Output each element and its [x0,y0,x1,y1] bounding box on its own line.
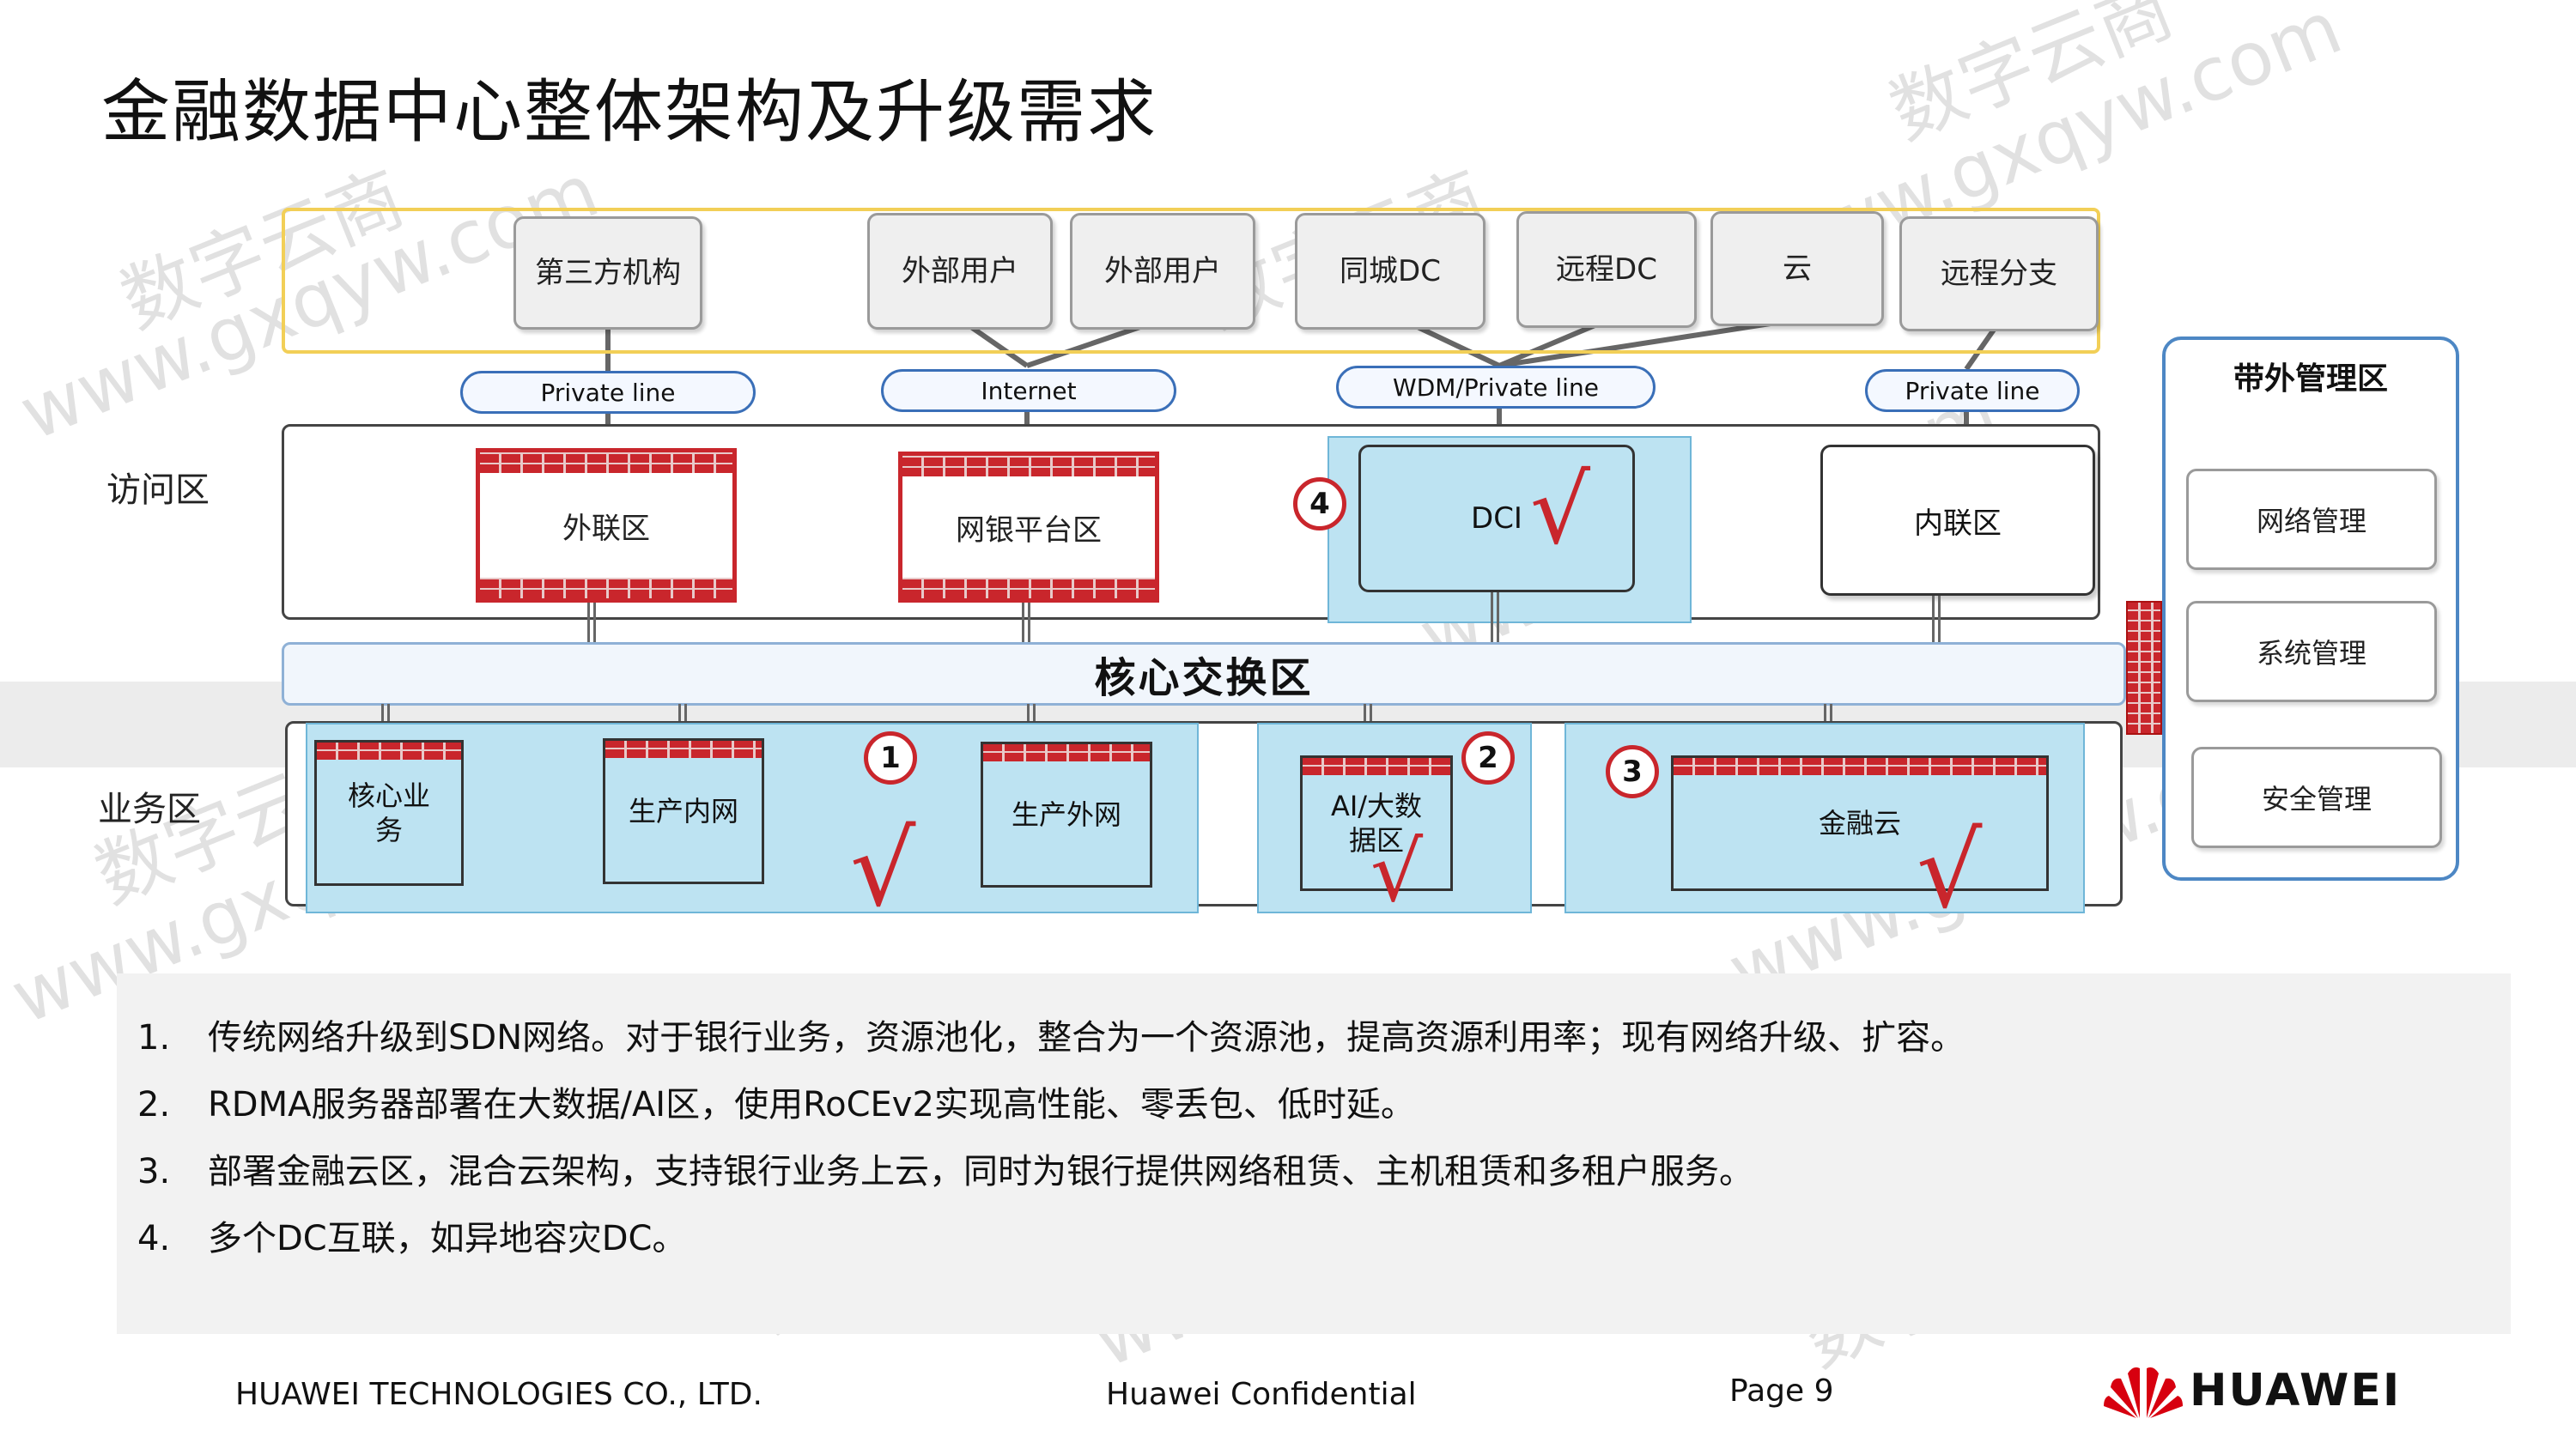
ext-external-user-1: 外部用户 [867,213,1053,330]
financial-cloud-label: 金融云 [1818,807,1901,840]
note-text: RDMA服务器部署在大数据/AI区，使用RoCEv2实现高性能、零丢包、低时延。 [208,1085,1415,1125]
note-number: 2. [137,1085,171,1125]
note-text: 多个DC互联，如异地容灾DC。 [208,1219,687,1258]
page-title: 金融数据中心整体架构及升级需求 [101,72,1157,152]
firewall-icon [480,452,732,473]
firewall-icon [902,456,1155,476]
ext-remote-branch: 远程分支 [1899,216,2099,331]
external-frame [282,208,2100,354]
business-zone-label: 业务区 [98,790,201,829]
network-management: 网络管理 [2186,469,2437,570]
check-mark: √ [1917,812,1983,931]
core-switch-zone: 核心交换区 [282,642,2126,706]
intranet-zone: 内联区 [1820,445,2095,596]
core-business-zone: 核心业务 [314,740,464,886]
ebank-zone-label: 网银平台区 [956,512,1102,548]
ext-third-party: 第三方机构 [513,216,702,330]
firewall-icon [1674,758,2046,775]
ebank-zone: 网银平台区 [898,452,1159,603]
production-extranet-label: 生产外网 [1011,798,1121,831]
internet-cloud: Internet [881,369,1176,412]
firewall-icon [317,743,461,760]
firewall-icon [1303,758,1450,775]
security-management: 安全管理 [2191,747,2442,848]
badge-1: 1 [864,731,917,785]
ext-remote-dc: 远程DC [1516,211,1697,328]
dci-zone: DCI [1358,445,1635,592]
extranet-zone: 外联区 [476,448,737,603]
note-number: 3. [137,1152,171,1191]
production-intranet-zone: 生产内网 [603,738,764,884]
oob-title: 带外管理区 [2233,361,2388,397]
note-number: 4. [137,1219,171,1258]
uplink [1491,592,1499,646]
financial-cloud-zone: 金融云 [1671,755,2049,891]
access-zone-label: 访问区 [106,470,210,510]
system-management: 系统管理 [2186,601,2437,702]
private-line-cloud-2: Private line [1865,369,2080,412]
note-2: 2. RDMA服务器部署在大数据/AI区，使用RoCEv2实现高性能、零丢包、低时… [137,1076,1415,1126]
ext-metro-dc: 同城DC [1295,213,1485,330]
badge-2: 2 [1461,731,1515,785]
brand-wordmark: HUAWEI [2190,1365,2402,1416]
ext-cloud: 云 [1710,211,1884,326]
ext-external-user-2: 外部用户 [1070,213,1255,330]
note-1: 1. 传统网络升级到SDN网络。对于银行业务，资源池化，整合为一个资源池，提高资源… [137,1009,1965,1059]
uplink [1932,596,1941,646]
note-4: 4. 多个DC互联，如异地容灾DC。 [137,1210,686,1260]
note-3: 3. 部署金融云区，混合云架构，支持银行业务上云，同时为银行提供网络租赁、主机租赁… [137,1143,1753,1193]
note-text: 部署金融云区，混合云架构，支持银行业务上云，同时为银行提供网络租赁、主机租赁和多… [208,1152,1753,1191]
production-extranet-zone: 生产外网 [981,742,1152,888]
check-mark: √ [850,810,916,930]
production-intranet-label: 生产内网 [628,795,738,828]
footer-page: Page 9 [1729,1373,1834,1409]
huawei-logo-icon [2104,1367,2183,1418]
firewall-icon [2126,601,2162,735]
note-text: 传统网络升级到SDN网络。对于银行业务，资源池化，整合为一个资源池，提高资源利用… [208,1018,1965,1058]
footer-confidential: Huawei Confidential [1106,1377,1417,1412]
firewall-icon [983,744,1150,761]
firewall-icon [605,741,762,758]
extranet-zone-label: 外联区 [562,511,650,546]
badge-4: 4 [1293,477,1346,530]
uplink [1022,603,1030,646]
check-mark: √ [1530,455,1591,565]
private-line-cloud-1: Private line [460,371,756,414]
wdm-private-line-cloud: WDM/Private line [1336,366,1656,409]
firewall-icon [480,578,732,598]
firewall-icon [902,578,1155,598]
notes-panel [117,973,2511,1334]
ai-bigdata-zone: AI/大数据区 [1300,755,1453,891]
note-number: 1. [137,1018,171,1058]
badge-3: 3 [1606,745,1659,798]
footer-company: HUAWEI TECHNOLOGIES CO., LTD. [235,1377,762,1412]
core-business-label: 核心业务 [347,779,430,846]
check-mark: √ [1370,824,1424,920]
uplink [587,603,596,646]
ai-bigdata-label: AI/大数据区 [1330,790,1423,857]
